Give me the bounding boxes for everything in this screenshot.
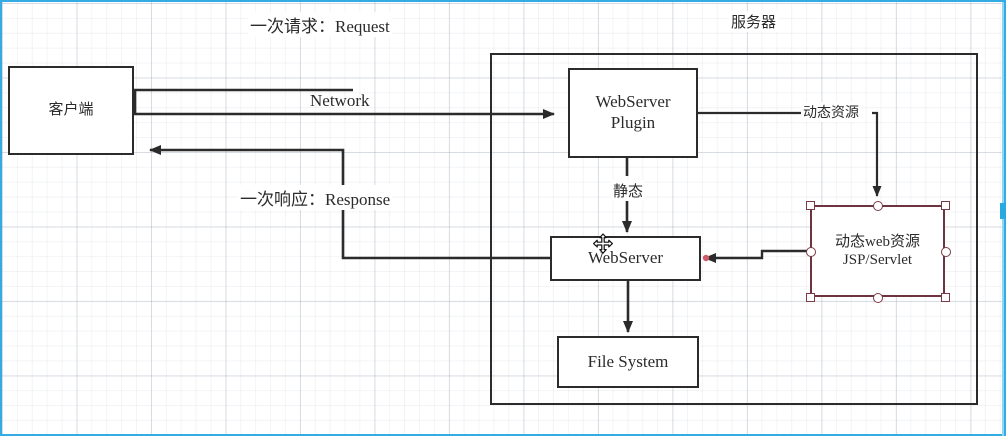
node-webserver-plugin-label: WebServer Plugin (595, 92, 671, 132)
node-webserver[interactable]: WebServer (550, 236, 701, 281)
node-webserver-plugin[interactable]: WebServer Plugin (568, 68, 698, 158)
edge-label-dynamic-resource: 动态资源 (801, 102, 861, 122)
resize-handle-bottom-left[interactable] (806, 293, 815, 302)
node-file-system[interactable]: File System (557, 336, 699, 388)
edge-label-request: 一次请求：Request (248, 12, 392, 37)
node-webserver-label: WebServer (587, 248, 664, 268)
edge-label-static-resource: 静态 (611, 180, 646, 201)
node-client-label: 客户端 (48, 102, 94, 119)
server-zone-label: 服务器 (729, 11, 779, 32)
resize-handle-bottom-center[interactable] (873, 293, 883, 303)
server-zone-boundary[interactable] (490, 53, 978, 405)
resize-handle-top-center[interactable] (873, 201, 883, 211)
resize-handle-middle-left[interactable] (806, 247, 816, 257)
edge-label-network: Network (310, 91, 370, 110)
node-dynamic-web-resource[interactable]: 动态web资源 JSP/Servlet (810, 205, 945, 297)
edge-dynamic-resource[interactable] (698, 111, 882, 197)
resize-handle-bottom-right[interactable] (941, 293, 950, 302)
node-client[interactable]: 客户端 (8, 66, 134, 155)
edge-request[interactable] (133, 88, 555, 119)
node-file-system-label: File System (587, 351, 669, 371)
edge-label-response: 一次响应：Response (238, 185, 393, 210)
resize-handle-middle-right[interactable] (941, 247, 951, 257)
resize-handle-top-left[interactable] (806, 201, 815, 210)
node-dynamic-web-resource-label: 动态web资源 JSP/Servlet (835, 233, 920, 268)
edge-jsp-to-webserver[interactable] (702, 249, 810, 263)
resize-handle-top-right[interactable] (941, 201, 950, 210)
vertical-scrollbar-thumb[interactable] (1000, 203, 1006, 219)
